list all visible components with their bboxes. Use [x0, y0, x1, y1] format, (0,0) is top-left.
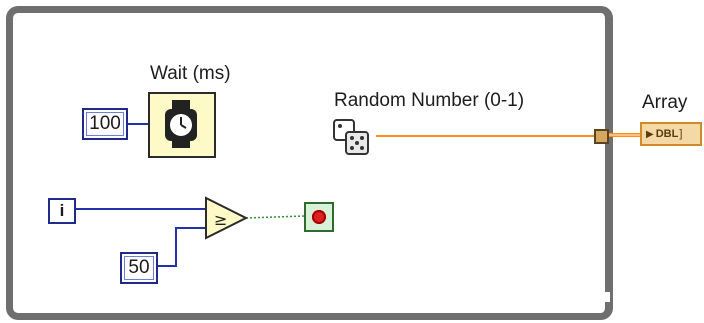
dice-icon	[333, 119, 369, 155]
random-number-label: Random Number (0-1)	[334, 90, 525, 111]
greater-or-equal-symbol: ≥	[214, 210, 227, 229]
wait-constant[interactable]: 100	[82, 108, 128, 140]
iteration-terminal[interactable]: i	[48, 198, 76, 224]
greater-or-equal-node	[205, 196, 249, 240]
array-label: Array	[642, 92, 688, 113]
array-type-text: DBL	[655, 128, 679, 140]
wire-constant-to-compare	[156, 227, 208, 267]
wait-label: Wait (ms)	[150, 63, 231, 84]
watch-icon	[165, 100, 197, 148]
compare-constant[interactable]: 50	[120, 252, 158, 284]
while-loop-frame[interactable]	[6, 6, 613, 320]
stop-icon	[312, 210, 326, 224]
array-bracket-icon: ]	[679, 128, 683, 140]
wait-node[interactable]	[148, 92, 216, 158]
array-type-icon: ▶	[646, 128, 654, 140]
loop-frame-corner-gap	[596, 292, 610, 302]
array-indicator[interactable]: ▶ DBL ]	[640, 122, 702, 146]
auto-index-tunnel[interactable]	[594, 129, 609, 144]
random-number-node[interactable]	[332, 116, 376, 156]
wire-compare-to-stop	[245, 215, 305, 219]
loop-condition-stop-terminal[interactable]	[304, 202, 334, 232]
